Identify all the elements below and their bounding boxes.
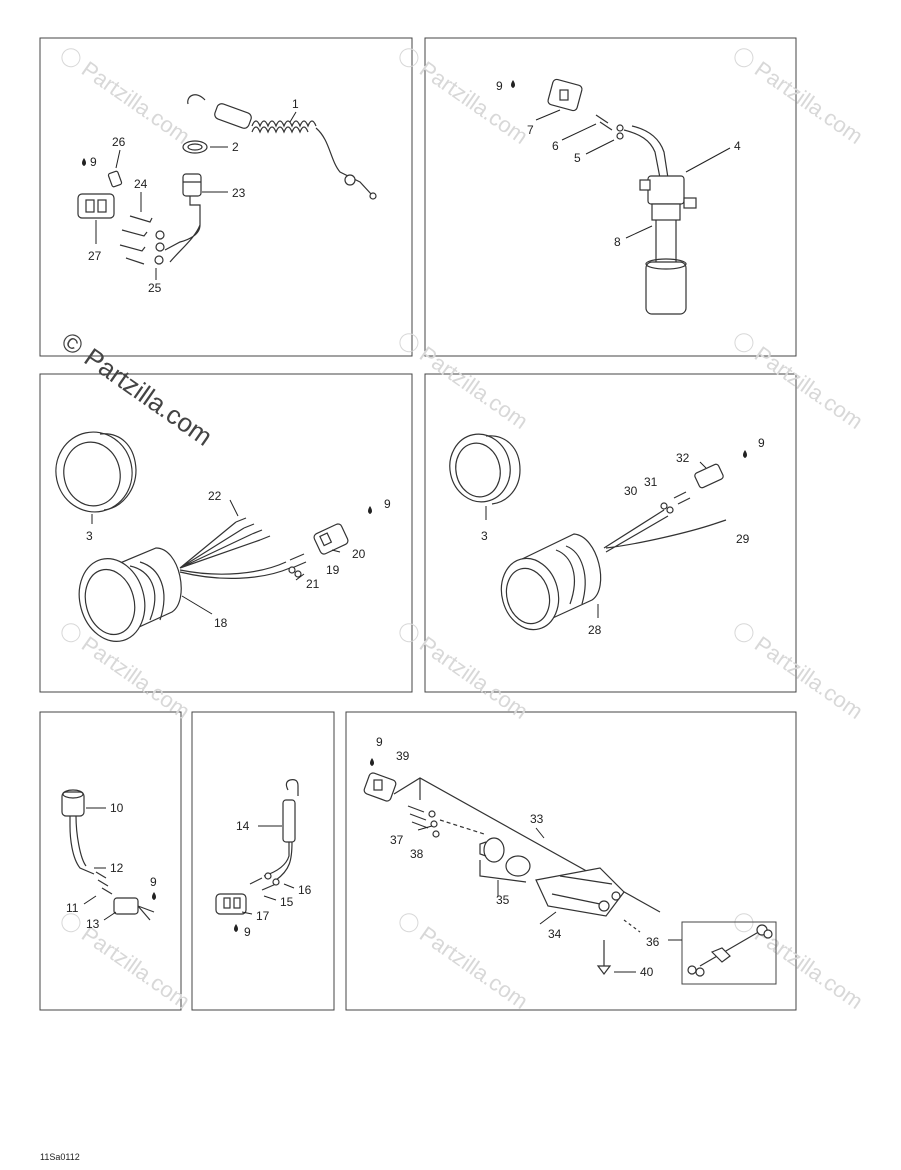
svg-text:9: 9 — [90, 155, 97, 169]
svg-text:31: 31 — [644, 475, 658, 489]
svg-text:19: 19 — [326, 563, 340, 577]
panel-bottom-2 — [191, 711, 335, 1011]
svg-text:Partzilla.com: Partzilla.com — [77, 631, 194, 724]
svg-text:9: 9 — [496, 79, 503, 93]
svg-text:17: 17 — [256, 909, 270, 923]
panel5-labels: 10 12 9 11 13 — [66, 801, 157, 931]
watermarks: Partzilla.com Partzilla.com Partzilla.co… — [56, 48, 868, 1014]
svg-text:13: 13 — [86, 917, 100, 931]
svg-text:27: 27 — [88, 249, 102, 263]
svg-text:Partzilla.com: Partzilla.com — [77, 56, 194, 149]
watermark-large: © Partzilla.com — [56, 326, 218, 452]
panel3-parts — [55, 431, 349, 643]
svg-text:1: 1 — [292, 97, 299, 111]
svg-text:36: 36 — [646, 935, 660, 949]
svg-text:16: 16 — [298, 883, 312, 897]
svg-text:32: 32 — [676, 451, 690, 465]
panel1-labels: 1 2 23 26 24 9 27 25 — [82, 97, 299, 295]
svg-text:4: 4 — [734, 139, 741, 153]
svg-text:14: 14 — [236, 819, 250, 833]
svg-text:Partzilla.com: Partzilla.com — [415, 56, 532, 149]
svg-text:40: 40 — [640, 965, 654, 979]
svg-text:Partzilla.com: Partzilla.com — [750, 56, 867, 149]
svg-text:39: 39 — [396, 749, 410, 763]
svg-text:Partzilla.com: Partzilla.com — [750, 341, 867, 434]
svg-text:5: 5 — [574, 151, 581, 165]
panel-bottom-1 — [39, 711, 182, 1011]
svg-text:9: 9 — [384, 497, 391, 511]
svg-text:3: 3 — [86, 529, 93, 543]
svg-text:Partzilla.com: Partzilla.com — [77, 921, 194, 1014]
svg-text:9: 9 — [376, 735, 383, 749]
svg-text:Partzilla.com: Partzilla.com — [415, 631, 532, 724]
panel6-parts — [215, 779, 299, 915]
inset-36 — [681, 921, 777, 985]
svg-text:15: 15 — [280, 895, 294, 909]
panel-top-right — [424, 37, 797, 357]
drawing-code: 11Sa0112 — [40, 1152, 80, 1162]
panel4-parts — [449, 433, 727, 631]
svg-text:34: 34 — [548, 927, 562, 941]
panel1-parts — [77, 94, 377, 280]
panel6-labels: 14 16 15 17 9 — [234, 819, 312, 939]
svg-text:9: 9 — [758, 436, 765, 450]
svg-text:24: 24 — [134, 177, 148, 191]
svg-text:Partzilla.com: Partzilla.com — [750, 631, 867, 724]
svg-text:9: 9 — [244, 925, 251, 939]
svg-text:28: 28 — [588, 623, 602, 637]
svg-text:38: 38 — [410, 847, 424, 861]
svg-text:10: 10 — [110, 801, 124, 815]
panel-bottom-3 — [345, 711, 797, 1011]
svg-text:33: 33 — [530, 812, 544, 826]
panel5-parts — [61, 789, 155, 921]
panel2-labels: 9 7 6 5 4 8 — [496, 79, 741, 249]
svg-text:2: 2 — [232, 140, 239, 154]
svg-text:23: 23 — [232, 186, 246, 200]
panel3-labels: 3 22 9 20 19 21 18 — [86, 489, 391, 630]
svg-text:6: 6 — [552, 139, 559, 153]
svg-text:26: 26 — [112, 135, 126, 149]
svg-text:11: 11 — [66, 901, 79, 915]
svg-text:25: 25 — [148, 281, 162, 295]
svg-text:35: 35 — [496, 893, 510, 907]
svg-text:18: 18 — [214, 616, 228, 630]
svg-text:Partzilla.com: Partzilla.com — [415, 341, 532, 434]
svg-text:9: 9 — [150, 875, 157, 889]
svg-text:3: 3 — [481, 529, 488, 543]
panel-mid-right — [424, 373, 797, 693]
svg-text:7: 7 — [527, 123, 534, 137]
svg-text:29: 29 — [736, 532, 750, 546]
svg-text:Partzilla.com: Partzilla.com — [415, 921, 532, 1014]
panel-mid-left — [39, 373, 413, 693]
svg-text:30: 30 — [624, 484, 638, 498]
panel7-parts — [363, 772, 777, 985]
svg-text:21: 21 — [306, 577, 320, 591]
svg-text:12: 12 — [110, 861, 124, 875]
svg-text:20: 20 — [352, 547, 366, 561]
panel2-parts — [535, 78, 731, 315]
panel7-labels: 9 39 33 37 38 35 34 36 40 — [370, 735, 660, 979]
panel-frames — [39, 37, 797, 1011]
svg-text:8: 8 — [614, 235, 621, 249]
panel-top-left — [39, 37, 413, 357]
svg-text:22: 22 — [208, 489, 222, 503]
svg-text:37: 37 — [390, 833, 404, 847]
panel4-labels: 32 9 31 30 3 29 28 — [481, 436, 765, 637]
